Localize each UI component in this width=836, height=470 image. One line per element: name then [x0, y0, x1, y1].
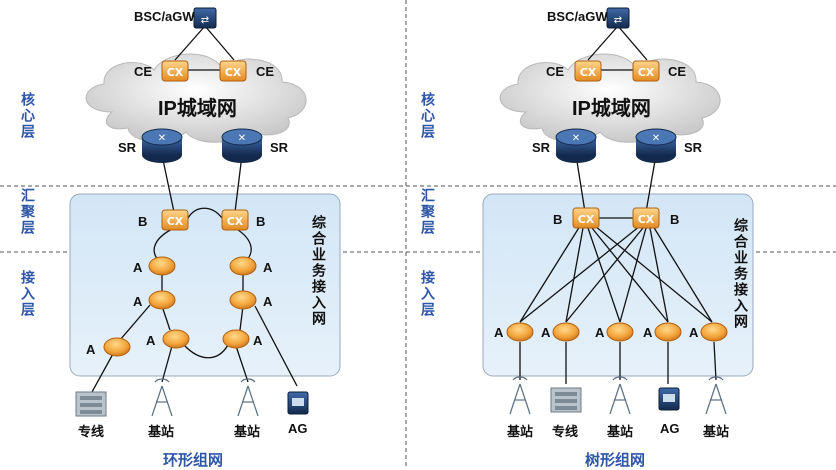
a-router-icons-left	[103, 256, 257, 357]
a-router-icons-right	[506, 322, 728, 342]
base-station-icon-right-3	[705, 376, 727, 415]
ce-router-icon-right-1: CX	[574, 60, 602, 82]
sr-router-icon-right-1: ✕	[555, 128, 597, 163]
svg-text:✕: ✕	[158, 133, 166, 144]
svg-text:⇄: ⇄	[614, 15, 622, 26]
svg-text:CX: CX	[638, 66, 655, 79]
layer-aggregation-label-left: 汇聚层	[20, 188, 36, 236]
ring-access-panel	[69, 193, 341, 377]
base-station-label-right-1: 基站	[507, 424, 534, 439]
ip-metro-title-left: IP城域网	[158, 98, 237, 120]
sr-label-left-2: SR	[270, 140, 289, 155]
b-router-icon-left-1: CX	[161, 209, 189, 231]
a-label-left-3: A	[133, 294, 143, 309]
ce-router-icon-left-2: CX	[219, 60, 247, 82]
svg-text:CX: CX	[167, 215, 184, 228]
sr-router-icon-left-2: ✕	[221, 128, 263, 163]
svg-text:✕: ✕	[238, 133, 246, 144]
bsc-label-right: BSC/aGW	[547, 9, 608, 24]
svg-text:CX: CX	[578, 213, 595, 226]
base-station-label-left-2: 基站	[234, 424, 261, 439]
b-label-left-1: B	[138, 214, 148, 229]
leased-line-label-left: 专线	[78, 424, 105, 439]
b-router-icon-right-1: CX	[572, 207, 600, 229]
ce-router-icon-left-1: CX	[161, 60, 189, 82]
ag-device-icon-right	[658, 387, 680, 411]
b-router-icon-left-2: CX	[221, 209, 249, 231]
a-label-right-1: A	[494, 325, 504, 340]
b-label-left-2: B	[256, 214, 266, 229]
integrated-access-label-right: 综合业务接入网	[733, 218, 749, 330]
sr-label-right-2: SR	[684, 140, 703, 155]
base-station-icon-left-2	[237, 378, 259, 417]
bsc-gateway-icon-left: ⇄	[193, 7, 217, 29]
layer-aggregation-label-right: 汇聚层	[420, 188, 436, 236]
ce-label-right-1: CE	[546, 64, 565, 79]
a-label-right-5: A	[689, 325, 699, 340]
a-label-left-2: A	[263, 260, 273, 275]
base-station-icon-left-1	[151, 378, 173, 417]
ring-links	[91, 25, 298, 393]
ag-device-icon-left	[287, 391, 309, 415]
layer-core-label-left: 核心层	[20, 92, 36, 140]
leased-line-building-icon	[75, 391, 107, 417]
b-label-right-1: B	[553, 212, 563, 227]
svg-text:CX: CX	[638, 213, 655, 226]
ag-label-right: AG	[660, 421, 680, 436]
a-label-right-2: A	[541, 325, 551, 340]
leased-line-building-icon-right	[550, 387, 582, 413]
svg-text:⇄: ⇄	[201, 15, 209, 26]
a-label-right-3: A	[595, 325, 605, 340]
a-label-left-7: A	[253, 333, 263, 348]
bsc-label-left: BSC/aGW	[134, 9, 195, 24]
ce-label-right-2: CE	[668, 64, 687, 79]
ce-label-left-2: CE	[256, 64, 275, 79]
svg-text:CX: CX	[167, 66, 184, 79]
caption-tree: 树形组网	[585, 452, 646, 469]
layer-core-label-right: 核心层	[420, 92, 436, 140]
leased-line-label-right: 专线	[552, 424, 579, 439]
sr-router-icon-left-1: ✕	[141, 128, 183, 163]
b-label-right-2: B	[670, 212, 680, 227]
a-label-left-5: A	[86, 342, 96, 357]
svg-text:CX: CX	[580, 66, 597, 79]
layer-access-label-right: 接入层	[420, 270, 436, 318]
svg-text:CX: CX	[227, 215, 244, 228]
caption-ring: 环形组网	[163, 452, 224, 469]
sr-label-left-1: SR	[118, 140, 137, 155]
a-label-right-4: A	[643, 325, 653, 340]
ip-metro-title-right: IP城域网	[572, 98, 651, 120]
b-router-icon-right-2: CX	[632, 207, 660, 229]
base-station-label-right-3: 基站	[703, 424, 730, 439]
svg-text:CX: CX	[225, 66, 242, 79]
ce-label-left-1: CE	[134, 64, 153, 79]
a-label-left-6: A	[146, 333, 156, 348]
a-label-left-1: A	[133, 260, 143, 275]
a-label-left-4: A	[263, 294, 273, 309]
layer-access-label-left: 接入层	[20, 270, 36, 318]
base-station-label-left-1: 基站	[148, 424, 175, 439]
svg-text:✕: ✕	[652, 133, 660, 144]
ce-router-icon-right-2: CX	[632, 60, 660, 82]
base-station-icon-right-1	[509, 376, 531, 415]
sr-router-icon-right-2: ✕	[635, 128, 677, 163]
ag-label-left: AG	[288, 421, 308, 436]
sr-label-right-1: SR	[532, 140, 551, 155]
tree-access-panel	[482, 193, 754, 377]
integrated-access-label-left: 综合业务接入网	[311, 215, 327, 327]
svg-text:✕: ✕	[572, 133, 580, 144]
base-station-icon-right-2	[609, 376, 631, 415]
tree-links	[519, 25, 717, 384]
base-station-label-right-2: 基站	[607, 424, 634, 439]
bsc-gateway-icon-right: ⇄	[606, 7, 630, 29]
